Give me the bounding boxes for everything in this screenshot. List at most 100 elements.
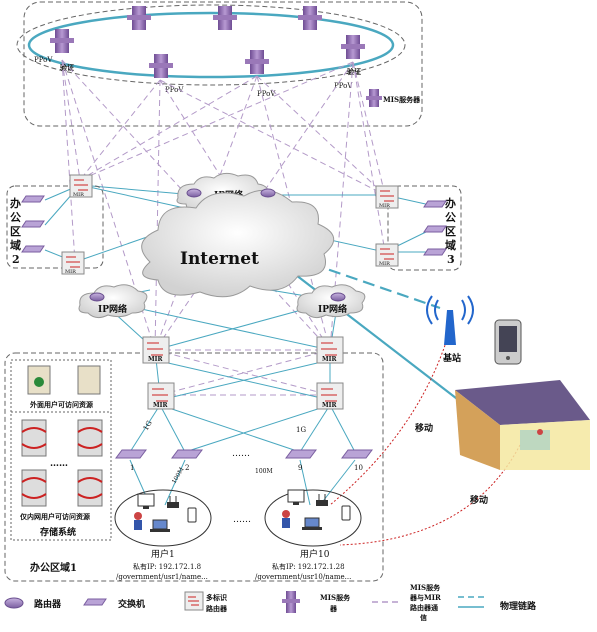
office1-title: 办公区域1 [30, 561, 77, 574]
mis-server-icon[interactable] [341, 35, 365, 59]
mis-server-icon[interactable] [298, 6, 322, 30]
router-icon[interactable] [89, 292, 105, 302]
internal-resources-label: 仅内网用户可访问资源 [19, 512, 90, 521]
mir-router-icon[interactable]: MIR [142, 336, 170, 364]
pppoe-label: PPoV [334, 82, 353, 90]
external-resources-label: 外面用户可访问资源 [30, 400, 93, 409]
house-icon[interactable] [455, 380, 590, 470]
office3-title-char: 域 [445, 238, 456, 252]
legend-comm-label: MIS服务 [410, 583, 441, 592]
office2-title-char: 公 [10, 211, 21, 224]
legend-mir-icon [184, 591, 204, 611]
mobile-path [339, 444, 521, 546]
mobile-phone-icon[interactable] [494, 319, 522, 365]
mis-server-icon[interactable] [213, 6, 237, 30]
legend-mis-server-icon [282, 591, 300, 613]
svg-text:MIR: MIR [65, 269, 76, 275]
pppoe-label: PPoV [257, 90, 276, 98]
top-region-box [23, 1, 423, 127]
switch-icon[interactable] [285, 449, 317, 459]
mir-router-icon[interactable]: MIR [69, 174, 93, 198]
switch-icon[interactable] [171, 449, 203, 459]
mir-router-icon[interactable]: MIR [316, 382, 344, 410]
wifi-router-icon[interactable] [167, 496, 179, 508]
link-speed: 1G [142, 419, 154, 432]
office3-title-char: 3 [447, 253, 455, 266]
mis-server-icon[interactable] [149, 54, 173, 78]
tablet-icon[interactable] [187, 507, 197, 523]
switch-icon[interactable] [341, 449, 373, 459]
user-icon[interactable] [282, 510, 290, 528]
laptop-icon[interactable] [150, 519, 170, 532]
switch-icon[interactable] [423, 248, 447, 256]
office3-box [387, 185, 462, 271]
laptop-icon[interactable] [302, 517, 322, 530]
user1-area [114, 489, 212, 547]
user10-ip: 私有IP: 192.172.1.28 [272, 562, 345, 571]
server-icon[interactable] [77, 365, 101, 395]
switch-icon[interactable] [423, 225, 447, 233]
storage-server-icon[interactable] [77, 469, 103, 507]
svg-text:MIR: MIR [322, 356, 337, 363]
switch-icon[interactable] [21, 245, 45, 253]
mir-router-icon[interactable]: MIR [147, 382, 175, 410]
base-station-icon[interactable] [426, 295, 474, 345]
mobile-label: 移动 [470, 494, 488, 506]
switch-number: 10 [354, 464, 363, 472]
switch-icon[interactable] [21, 220, 45, 228]
mir-router-icon[interactable]: MIR [375, 243, 399, 267]
tablet-icon[interactable] [341, 505, 351, 521]
mir-router-icon[interactable]: MIR [316, 336, 344, 364]
switch-icon[interactable] [115, 449, 147, 459]
office2-title-char: 办 [10, 196, 21, 210]
switch-icon[interactable] [423, 200, 447, 208]
office3-title-char: 公 [445, 211, 456, 224]
router-icon[interactable] [260, 188, 276, 198]
router-icon[interactable] [330, 292, 346, 302]
desktop-icon[interactable] [137, 493, 155, 509]
user10-area [264, 489, 362, 547]
user-dots: …… [233, 515, 251, 525]
storage-server-icon[interactable] [77, 419, 103, 457]
ring-link [27, 11, 395, 79]
legend-switch-icon [83, 598, 107, 606]
mis-server-icon[interactable] [50, 29, 74, 53]
mir-router-icon[interactable]: MIR [375, 185, 399, 209]
legend-mis-label: MIS服务 [320, 593, 351, 602]
server-icon[interactable] [27, 365, 51, 395]
storage-server-icon[interactable] [21, 419, 47, 457]
svg-text:IP网络: IP网络 [98, 303, 127, 315]
mir-router-icon[interactable]: MIR [61, 251, 85, 275]
switch-icon[interactable] [21, 195, 45, 203]
user1-ip: 私有IP: 192.172.1.8 [133, 562, 201, 571]
legend-physical-label: 物理链路 [500, 600, 537, 612]
legend-comm-label: 路由器通 [410, 603, 439, 612]
link-speed: 100M [171, 466, 186, 485]
legend-switch-label: 交换机 [118, 598, 145, 610]
user-icon[interactable] [134, 512, 142, 530]
svg-text:MIR: MIR [148, 356, 163, 363]
wifi-router-icon[interactable] [316, 494, 328, 506]
internet-cloud: Internet [141, 189, 334, 298]
ip-network-cloud-right: IP网络 [296, 284, 366, 319]
desktop-icon[interactable] [287, 489, 305, 505]
pppoe-label: PPoV [34, 56, 53, 64]
storage-dots: …… [50, 459, 68, 469]
legend-mis-label: 器 [329, 604, 338, 613]
mobile-path [329, 329, 451, 506]
legend-comm-label: 信 [420, 613, 427, 622]
mobile-label: 移动 [415, 422, 433, 434]
mis-server-label: MIS服务器 [383, 95, 421, 104]
router-icon[interactable] [186, 188, 202, 198]
mis-server-icon[interactable] [245, 50, 269, 74]
storage-server-icon[interactable] [21, 469, 47, 507]
storage-title: 存储系统 [40, 526, 76, 538]
user10-name: 用户10 [300, 548, 330, 560]
office2-title-char: 2 [12, 253, 20, 266]
office3-title-char: 区 [445, 225, 456, 238]
legend-comm-label: 器与MIR [409, 593, 441, 602]
mis-server-icon[interactable] [127, 6, 151, 30]
office3-title-char: 办 [445, 196, 456, 210]
mis-server-icon[interactable] [366, 89, 382, 107]
home-link [269, 254, 466, 406]
